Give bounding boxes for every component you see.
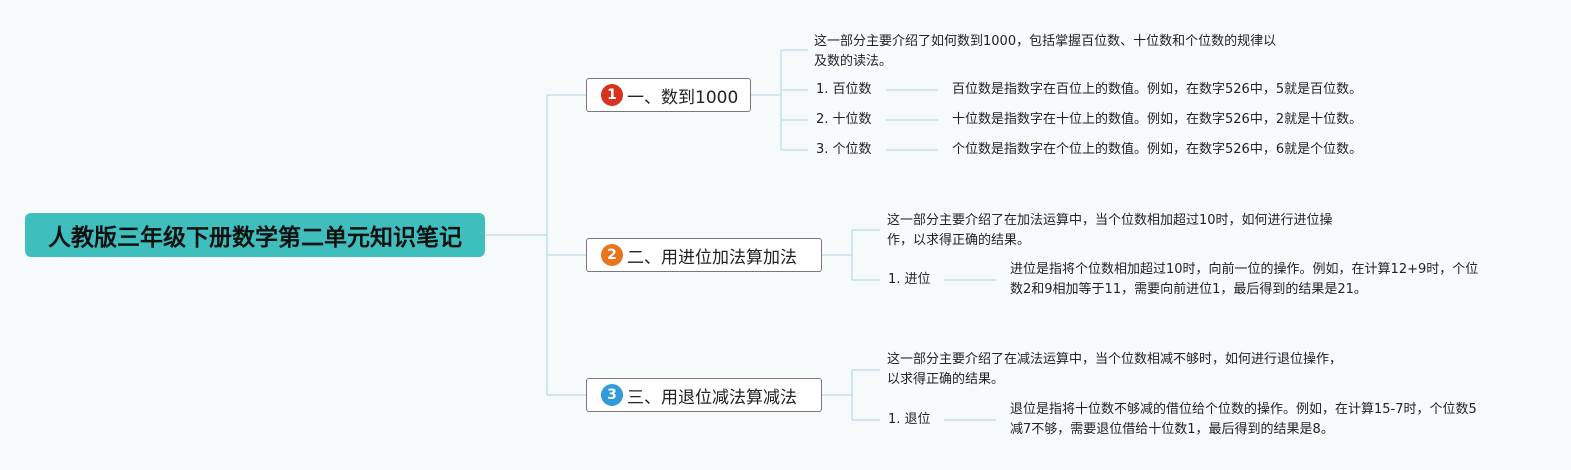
branch-3-intro: 这一部分主要介绍了在减法运算中，当个位数相减不够时，如何进行退位操作， 以求得正… <box>887 350 1342 390</box>
branch-label-1: 一、数到1000 <box>627 87 739 108</box>
detail-line: 退位是指将十位数不够减的借位给个位数的操作。例如，在计算15-7时，个位数5 <box>1010 402 1477 417</box>
topic-detail: 十位数是指数字在十位上的数值。例如，在数字526中，2就是十位数。 <box>952 112 1363 127</box>
topic-detail: 个位数是指数字在个位上的数值。例如，在数字526中，6就是个位数。 <box>952 142 1363 157</box>
branch-node-1[interactable]: 1 一、数到1000 <box>586 78 751 112</box>
branch-node-2[interactable]: 2 二、用进位加法算加法 <box>586 238 822 272</box>
topic-label[interactable]: 1. 百位数 <box>816 82 872 97</box>
root-title: 人教版三年级下册数学第二单元知识笔记 <box>48 225 462 251</box>
intro-line: 及数的读法。 <box>814 54 893 69</box>
number-badge-1: 1 <box>601 84 623 106</box>
root-node[interactable]: 人教版三年级下册数学第二单元知识笔记 <box>25 213 485 257</box>
intro-line: 这一部分主要介绍了如何数到1000，包括掌握百位数、十位数和个位数的规律以 <box>814 34 1277 49</box>
topic-label[interactable]: 1. 退位 <box>888 412 931 427</box>
intro-line: 以求得正确的结果。 <box>887 372 1005 387</box>
branch-node-3[interactable]: 3 三、用退位减法算减法 <box>586 378 822 412</box>
topic-label[interactable]: 1. 进位 <box>888 272 931 287</box>
intro-line: 这一部分主要介绍了在减法运算中，当个位数相减不够时，如何进行退位操作， <box>887 352 1343 367</box>
detail-line: 数2和9相加等于11，需要向前进位1，最后得到的结果是21。 <box>1010 282 1367 297</box>
intro-line: 作，以求得正确的结果。 <box>887 233 1031 248</box>
number-badge-2: 2 <box>601 244 623 266</box>
topic-detail: 进位是指将个位数相加超过10时，向前一位的操作。例如，在计算12+9时，个位 数… <box>1010 260 1478 300</box>
branch-2-intro: 这一部分主要介绍了在加法运算中，当个位数相加超过10时，如何进行进位操 作，以求… <box>887 211 1333 251</box>
topic-label[interactable]: 2. 十位数 <box>816 112 872 127</box>
intro-line: 这一部分主要介绍了在加法运算中，当个位数相加超过10时，如何进行进位操 <box>887 213 1333 228</box>
topic-detail: 退位是指将十位数不够减的借位给个位数的操作。例如，在计算15-7时，个位数5 减… <box>1010 400 1477 440</box>
branch-1-intro: 这一部分主要介绍了如何数到1000，包括掌握百位数、十位数和个位数的规律以 及数… <box>814 32 1276 72</box>
branch-label-3: 三、用退位减法算减法 <box>627 387 797 408</box>
topic-detail: 百位数是指数字在百位上的数值。例如，在数字526中，5就是百位数。 <box>952 82 1363 97</box>
branch-label-2: 二、用进位加法算加法 <box>627 247 797 268</box>
topic-label[interactable]: 3. 个位数 <box>816 142 872 157</box>
number-badge-3: 3 <box>601 384 623 406</box>
detail-line: 进位是指将个位数相加超过10时，向前一位的操作。例如，在计算12+9时，个位 <box>1010 262 1479 277</box>
detail-line: 减7不够，需要退位借给十位数1，最后得到的结果是8。 <box>1010 422 1334 437</box>
